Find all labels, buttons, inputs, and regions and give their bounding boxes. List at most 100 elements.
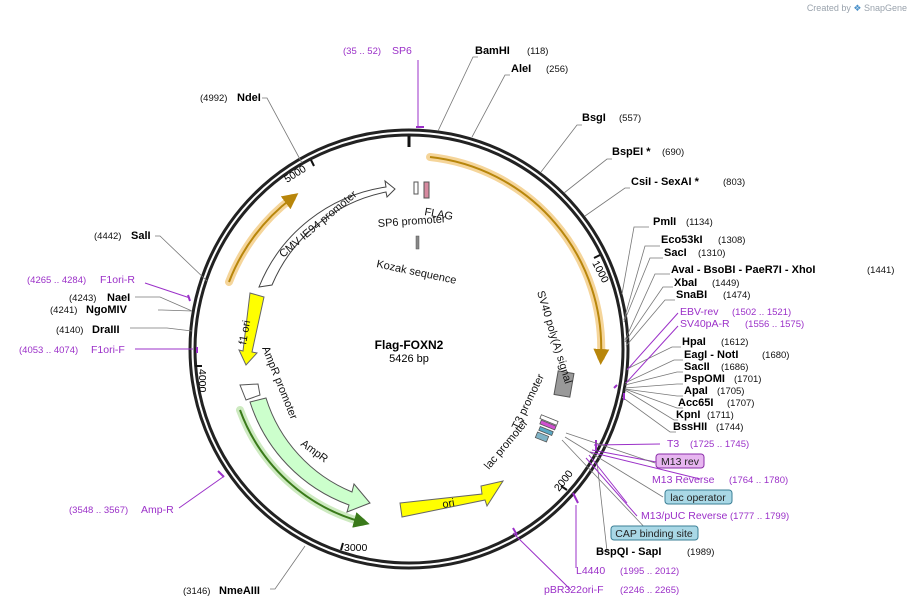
flag-feature <box>423 181 430 199</box>
sv40-label: SV40 poly(A) signal <box>534 289 574 385</box>
site-sacii: SacII <box>684 361 710 373</box>
site-pspomi-pos: (1701) <box>734 374 761 385</box>
ori-label: ori <box>441 497 455 511</box>
lac-operator-label: lac operator <box>670 492 726 504</box>
primer-t3-range: (1725 .. 1745) <box>690 439 749 450</box>
site-sali: SalI <box>131 230 151 242</box>
primer-ampr-range: (3548 .. 3567) <box>69 505 128 516</box>
primer-sp6: SP6 <box>392 45 412 57</box>
site-eco53ki: Eco53kI <box>661 234 703 246</box>
kozak-label: Kozak sequence <box>375 258 457 287</box>
site-snabi: SnaBI <box>676 289 707 301</box>
site-pmli: PmlI <box>653 216 676 228</box>
site-bsshii: BssHII <box>673 421 707 433</box>
snapgene-credit: Created by ❖ SnapGene <box>807 3 907 14</box>
primer-ebv: EBV-rev <box>680 306 719 318</box>
primer-sp6-range: (35 .. 52) <box>343 46 381 57</box>
site-eagi-pos: (1680) <box>762 350 789 361</box>
site-kpni-pos: (1711) <box>707 410 734 421</box>
site-drai-pos: (4140) <box>56 325 83 336</box>
ori-feature <box>399 480 505 518</box>
site-alei-pos: (256) <box>546 64 568 75</box>
primer-m13rev-box <box>655 453 705 469</box>
site-bsgi: BsgI <box>582 112 606 124</box>
primer-f1ori-r-range: (4265 .. 4284) <box>27 275 86 286</box>
credit-brand: SnapGene <box>863 3 907 13</box>
primer-t3: T3 <box>667 438 679 450</box>
site-bspei-pos: (690) <box>662 147 684 158</box>
site-snabi-pos: (1474) <box>723 290 750 301</box>
site-csi: CsiI - SexAI * <box>631 176 700 188</box>
sv40-polya-feature <box>553 370 575 398</box>
primer-f1ori-f: F1ori-F <box>91 344 125 356</box>
site-ngomiv: NgoMIV <box>86 304 128 316</box>
tick-label-2000: 2000 <box>552 468 576 494</box>
sp6-promoter-feature <box>413 181 419 195</box>
sp6-promoter-label: SP6 promoter <box>377 213 446 230</box>
f1-ori-label: f1 ori <box>237 319 253 345</box>
cap-binding-box <box>610 525 699 541</box>
site-bamhi: BamHI <box>475 45 510 57</box>
site-acc65i-pos: (1707) <box>727 398 754 409</box>
kozak-feature <box>415 235 420 250</box>
site-bspei: BspEI * <box>612 146 651 158</box>
primer-ampr: Amp-R <box>141 504 174 516</box>
primer-labels: (35 .. 52) SP6 EBV-rev (1502 .. 1521) SV… <box>19 45 804 596</box>
primer-ebv-range: (1502 .. 1521) <box>732 307 791 318</box>
lac-features-cluster <box>534 414 559 443</box>
plasmid-size: 5426 bp <box>389 353 429 365</box>
enzyme-sites: BamHI (118) AleI (256) BsgI (557) BspEI … <box>50 45 894 597</box>
lac-operator-box <box>664 489 733 505</box>
primer-pbr322-range: (2246 .. 2265) <box>620 585 679 596</box>
primer-l4440: L4440 <box>576 565 605 577</box>
lac-leaders <box>561 432 664 534</box>
primer-m13puc: M13/pUC Reverse <box>641 510 728 522</box>
tick-label-4000: 4000 <box>196 369 208 393</box>
site-bamhi-pos: (118) <box>527 46 548 57</box>
primer-m13puc-range: (1777 .. 1799) <box>730 511 789 522</box>
primer-leaders <box>135 60 701 591</box>
site-nmeaiii-pos: (3146) <box>183 586 210 597</box>
site-acc65i: Acc65I <box>678 397 713 409</box>
site-drai: DraIII <box>92 324 120 336</box>
site-xbai: XbaI <box>674 277 697 289</box>
site-sacii-pos: (1686) <box>721 362 748 373</box>
site-hpai-pos: (1612) <box>721 337 748 348</box>
site-apai: ApaI <box>684 385 708 397</box>
site-ndei-pos: (4992) <box>200 93 227 104</box>
site-bspqi: BspQI - SapI <box>596 546 661 558</box>
ampr-promoter-feature <box>239 383 261 401</box>
site-naei: NaeI <box>107 292 130 304</box>
scale-ticks <box>195 159 601 551</box>
primer-sv40pa-range: (1556 .. 1575) <box>745 319 804 330</box>
credit-prefix: Created by <box>806 3 851 13</box>
site-csi-pos: (803) <box>723 177 745 188</box>
site-eco53ki-pos: (1308) <box>718 235 745 246</box>
site-sali-pos: (4442) <box>94 231 121 242</box>
primer-sv40pa: SV40pA-R <box>680 318 730 330</box>
primer-m13rev: M13 rev <box>661 456 700 468</box>
site-saci: SacI <box>664 247 687 259</box>
site-naei-pos: (4243) <box>69 293 96 304</box>
site-bsgi-pos: (557) <box>619 113 641 124</box>
site-bspqi-pos: (1989) <box>687 547 714 558</box>
site-xbai-pos: (1449) <box>712 278 739 289</box>
site-kpni: KpnI <box>676 409 700 421</box>
site-bsshii-pos: (1744) <box>716 422 743 433</box>
plasmid-name: Flag-FOXN2 <box>375 338 444 352</box>
primer-pbr322: pBR322ori-F <box>544 584 604 596</box>
site-eagi: EagI - NotI <box>684 349 738 361</box>
f1-ori-feature <box>238 292 265 366</box>
flag-label: FLAG <box>423 206 453 223</box>
site-nmeaiii: NmeAIII <box>219 585 260 597</box>
site-pspomi: PspOMI <box>684 373 725 385</box>
site-hpai: HpaI <box>682 336 706 348</box>
site-apai-pos: (1705) <box>717 386 744 397</box>
primer-m13reverse-range: (1764 .. 1780) <box>729 475 788 486</box>
primer-m13reverse: M13 Reverse <box>652 474 715 486</box>
site-avai: AvaI - BsoBI - PaeR7I - XhoI <box>671 264 815 276</box>
primer-f1ori-r: F1ori-R <box>100 274 135 286</box>
primer-l4440-range: (1995 .. 2012) <box>620 566 679 577</box>
site-ndei: NdeI <box>237 92 261 104</box>
